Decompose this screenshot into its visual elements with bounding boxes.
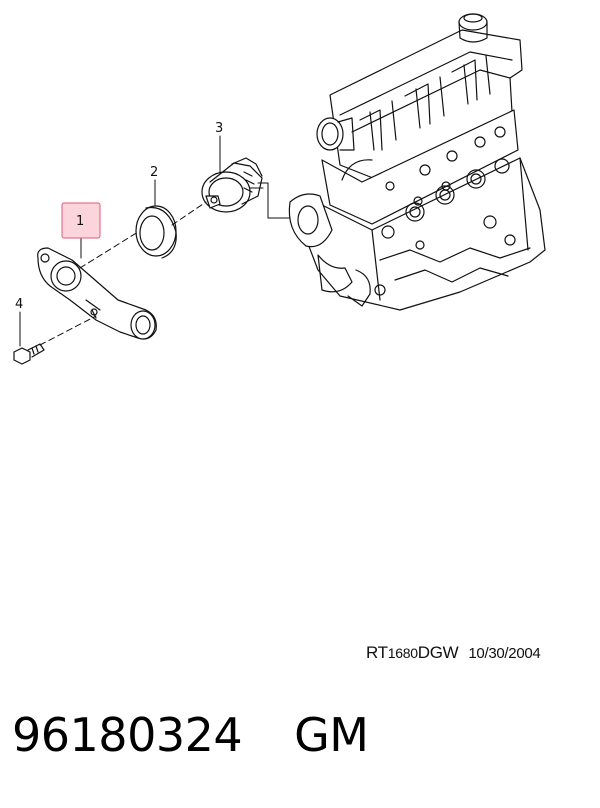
- thermostat: [201, 157, 263, 213]
- callout-1-label: 1: [76, 214, 84, 229]
- parts-diagram: 1 2 3 4: [13, 13, 546, 365]
- bolt: [13, 343, 45, 365]
- drawing-ref-code: 1680: [387, 645, 418, 661]
- callout-2-label: 2: [150, 165, 158, 180]
- drawing-ref-prefix: RT: [366, 643, 388, 662]
- part-brand: GM: [294, 708, 369, 762]
- housing-pipe: [37, 247, 157, 340]
- callout-1-highlight: [61, 202, 101, 239]
- part-line: 96180324 GM: [12, 708, 369, 762]
- drawing-date: 10/30/2004: [468, 645, 541, 662]
- seal-ring: [135, 205, 177, 259]
- callout-3-label: 3: [215, 121, 223, 136]
- drawing-reference: RT1680DGW 10/30/2004: [366, 643, 541, 663]
- drawing-ref-suffix: DGW: [417, 643, 459, 662]
- part-number: 96180324: [12, 708, 243, 762]
- engine-block: [288, 13, 546, 311]
- callout-4-label: 4: [15, 297, 23, 312]
